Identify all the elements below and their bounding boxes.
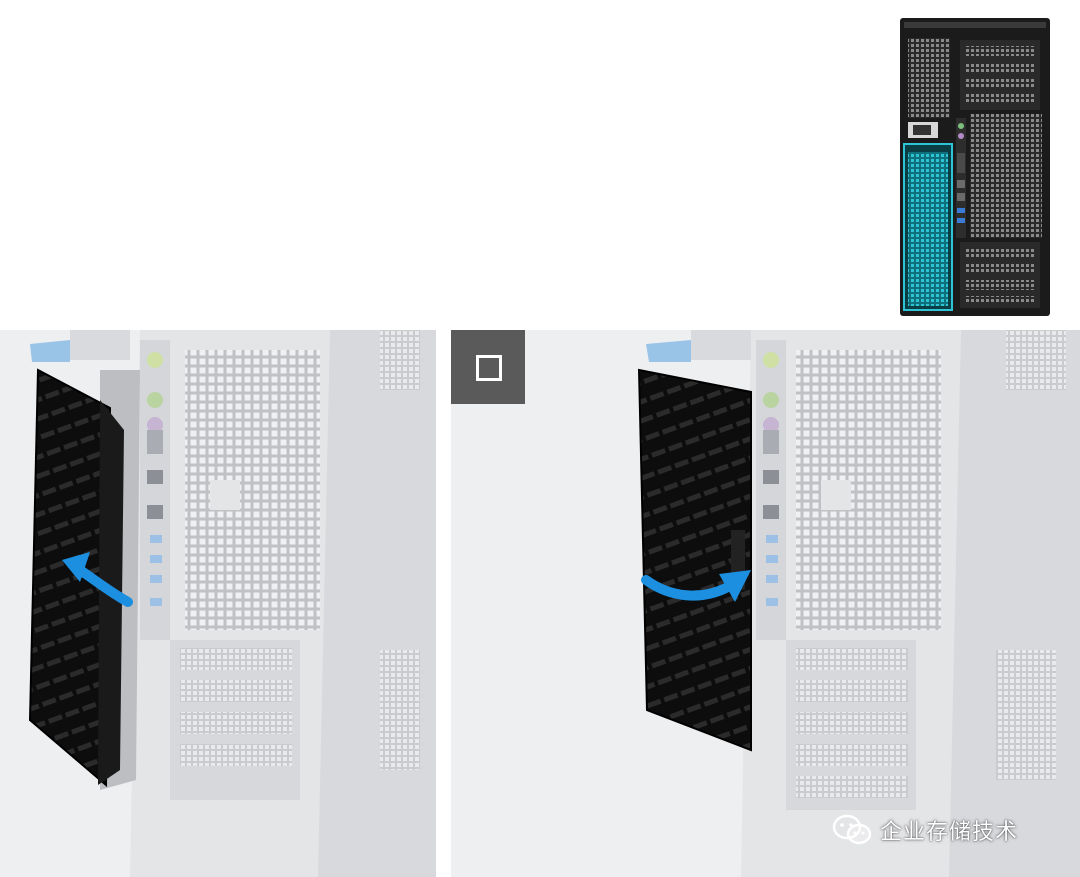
wechat-icon [832, 814, 872, 845]
curved-arrow-icon [641, 570, 751, 602]
step-panel-close [451, 330, 1080, 877]
step-panel-insert [0, 330, 436, 877]
square-outline-icon [476, 355, 502, 381]
step-badge [451, 330, 525, 404]
watermark-text: 企业存储技术 [880, 820, 1019, 845]
tower-rear-overview [900, 18, 1050, 316]
watermark: 企业存储技术 [832, 808, 1018, 852]
push-in-arrow-icon [62, 552, 133, 607]
